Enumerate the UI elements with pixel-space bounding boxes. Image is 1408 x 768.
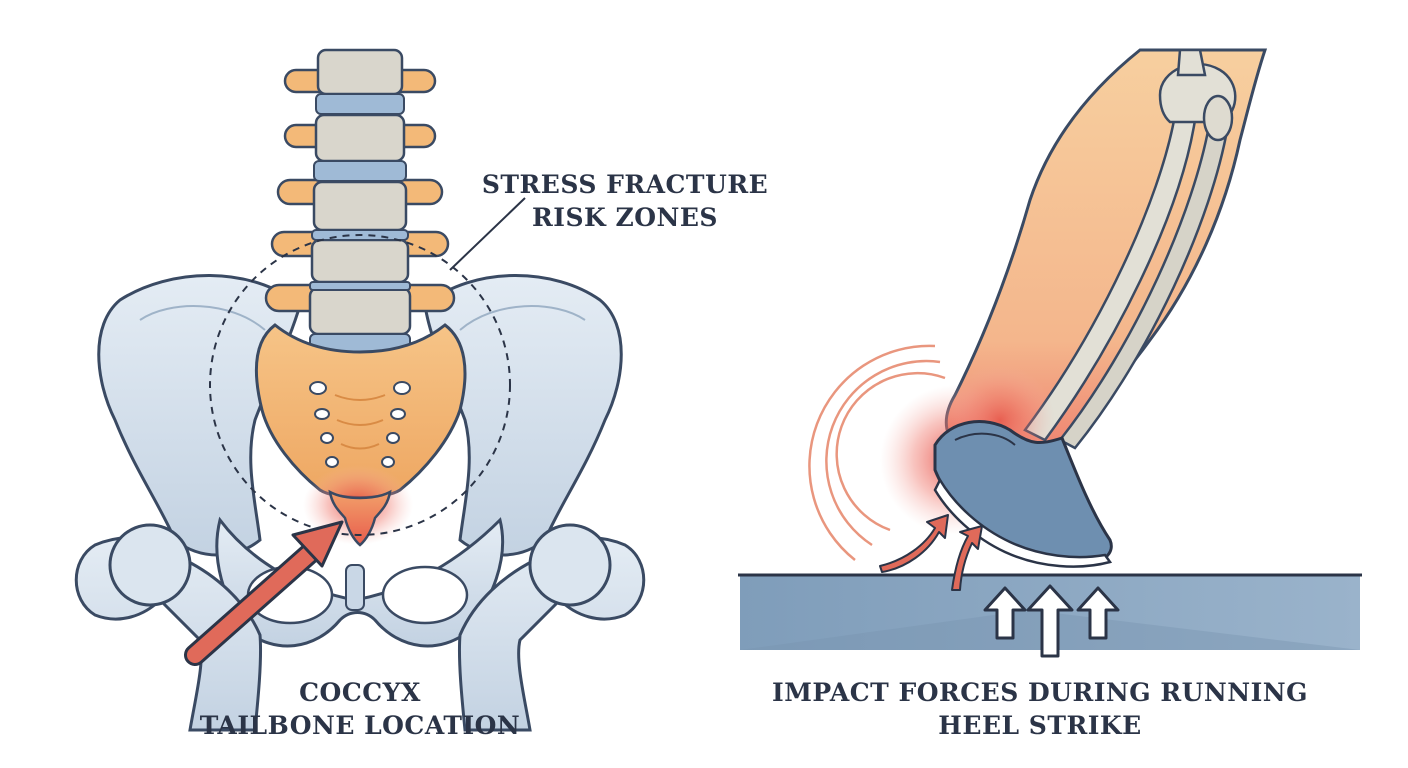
knee [1158, 48, 1237, 142]
stress-label-line2: RISK ZONES [532, 203, 718, 232]
risk-zone-circle [209, 234, 511, 536]
vertebra [316, 48, 404, 96]
running-shoe [933, 420, 1113, 568]
impact-rings [808, 344, 946, 561]
vertebra [314, 113, 406, 163]
sacrum [254, 323, 467, 499]
stress-label-line1: STRESS FRACTURE [481, 170, 769, 199]
leg-illustration [738, 48, 1362, 658]
vertebra [312, 180, 408, 232]
impact-label-line2: HEEL STRIKE [938, 711, 1142, 740]
disc [309, 281, 411, 291]
vertebra [310, 238, 410, 284]
coccyx-arrow [184, 520, 344, 666]
stress-fracture-label: STRESS FRACTURE RISK ZONES [470, 168, 780, 234]
vertebra [308, 286, 412, 336]
heel-impact-arrows [879, 514, 983, 591]
left-iliac-wing [97, 274, 302, 557]
impact-label-line1: IMPACT FORCES DURING RUNNING [772, 678, 1308, 707]
ground-reaction-arrows [983, 584, 1120, 658]
disc [313, 160, 407, 182]
coccyx-label-line2: TAILBONE LOCATION [199, 711, 521, 740]
disc [315, 93, 405, 115]
stress-leader-line [449, 197, 526, 271]
coccyx-label-line1: COCCYX [299, 678, 421, 707]
right-obturator [381, 565, 469, 625]
pubic-symphysis [345, 564, 365, 611]
coccyx-label: COCCYX TAILBONE LOCATION [170, 676, 550, 742]
right-iliac-wing [423, 274, 623, 557]
pelvis-illustration [74, 48, 646, 732]
impact-forces-label: IMPACT FORCES DURING RUNNING HEEL STRIKE [760, 676, 1320, 742]
spine [264, 48, 456, 353]
